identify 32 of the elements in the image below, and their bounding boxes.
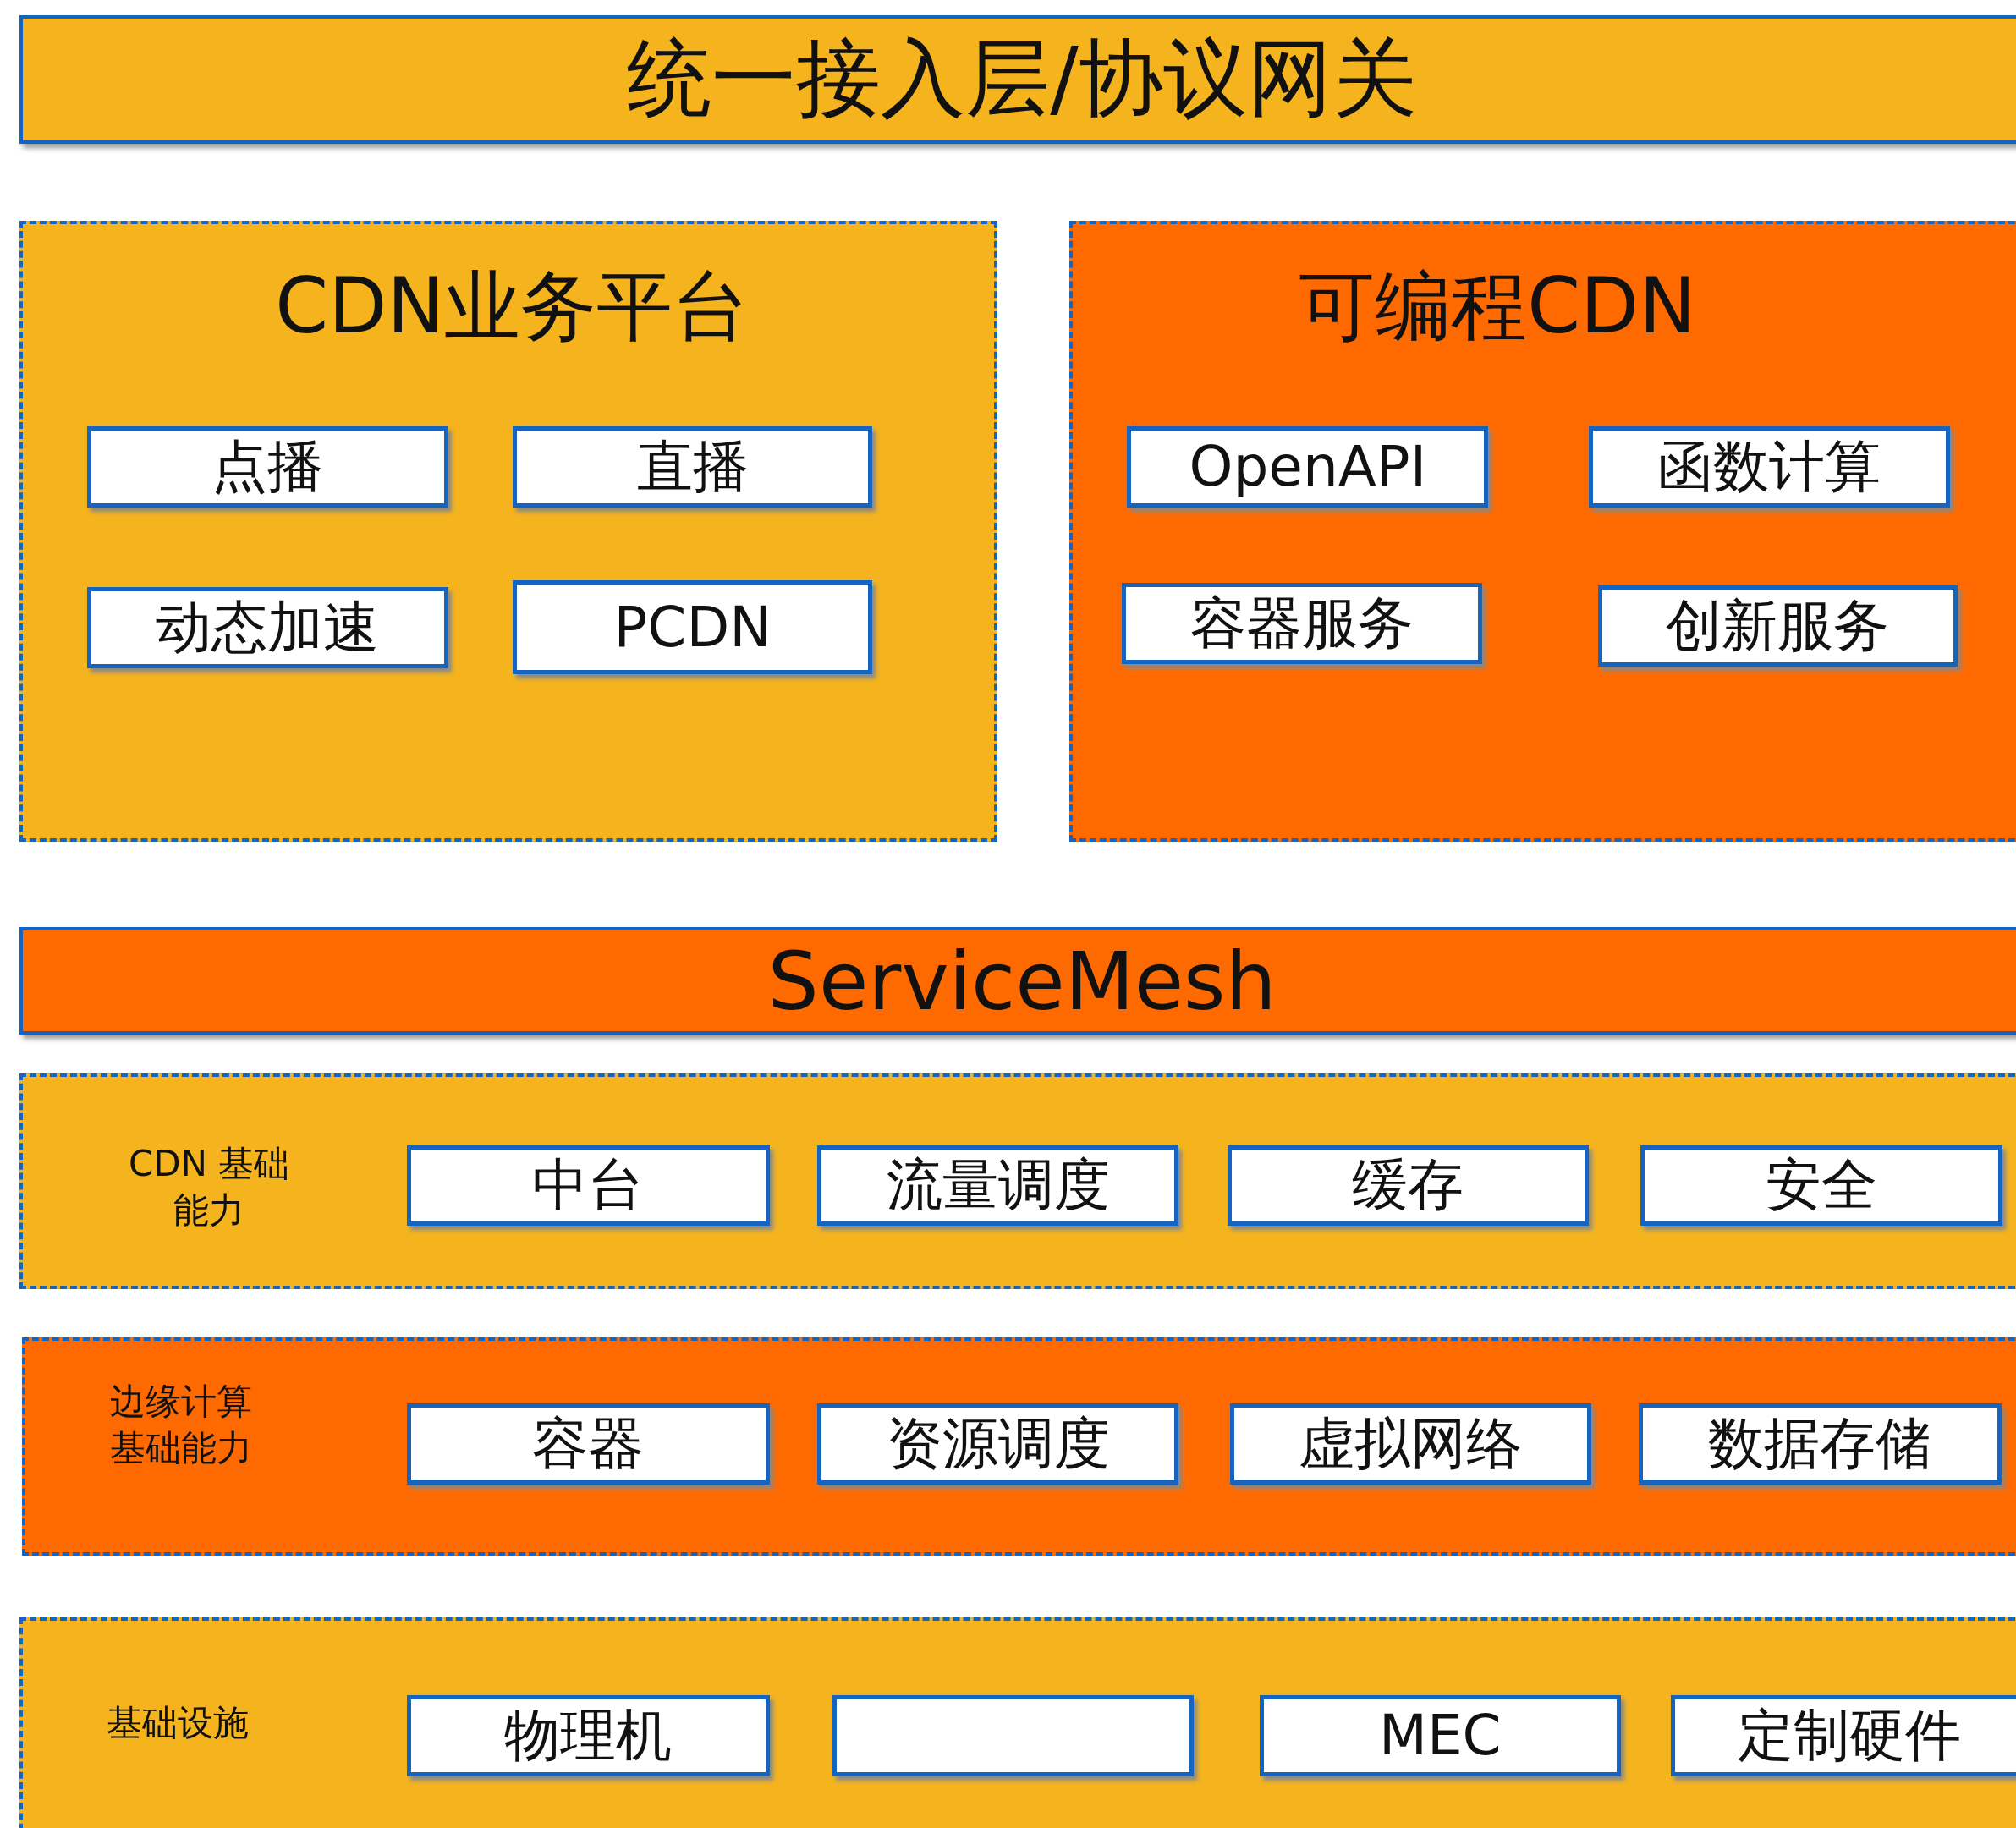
service-box bbox=[832, 1695, 1195, 1776]
layer-panel bbox=[19, 221, 998, 843]
layer-bar: 统一接入层/协议网关 bbox=[19, 15, 2016, 145]
service-box: 直播 bbox=[512, 426, 873, 508]
service-box: 缓存 bbox=[1227, 1145, 1589, 1227]
layer-panel bbox=[19, 1073, 2016, 1290]
panel-heading: CDN 基础能力 bbox=[127, 1142, 291, 1232]
service-box: 容器服务 bbox=[1122, 583, 1482, 665]
panel-heading: 边缘计算基础能力 bbox=[110, 1380, 254, 1470]
service-box: 物理机 bbox=[407, 1695, 770, 1776]
layer-bar: ServiceMesh bbox=[19, 926, 2016, 1035]
service-box: 点播 bbox=[86, 426, 448, 508]
service-box: 动态加速 bbox=[86, 586, 448, 668]
panel-heading: 可编程CDN bbox=[1298, 261, 1697, 353]
layer-panel bbox=[21, 1337, 2016, 1556]
layer-panel bbox=[1069, 221, 2016, 843]
service-box: 创新服务 bbox=[1597, 585, 1958, 667]
service-box: 资源调度 bbox=[817, 1403, 1179, 1485]
service-box: 函数计算 bbox=[1588, 426, 1950, 508]
service-box: 定制硬件 bbox=[1671, 1695, 2016, 1776]
service-box: 流量调度 bbox=[817, 1145, 1179, 1227]
panel-heading: CDN业务平台 bbox=[274, 261, 750, 353]
service-box: PCDN bbox=[512, 580, 873, 675]
service-box: MEC bbox=[1259, 1695, 1621, 1776]
service-box: 中台 bbox=[407, 1145, 770, 1227]
panel-heading: 基础设施 bbox=[106, 1701, 250, 1746]
layer-panel bbox=[19, 1617, 2016, 1828]
service-box: OpenAPI bbox=[1127, 426, 1489, 508]
service-box: 容器 bbox=[407, 1403, 770, 1485]
service-box: 虚拟网络 bbox=[1229, 1403, 1591, 1485]
service-box: 数据存储 bbox=[1639, 1403, 2002, 1485]
service-box: 安全 bbox=[1640, 1145, 2003, 1227]
